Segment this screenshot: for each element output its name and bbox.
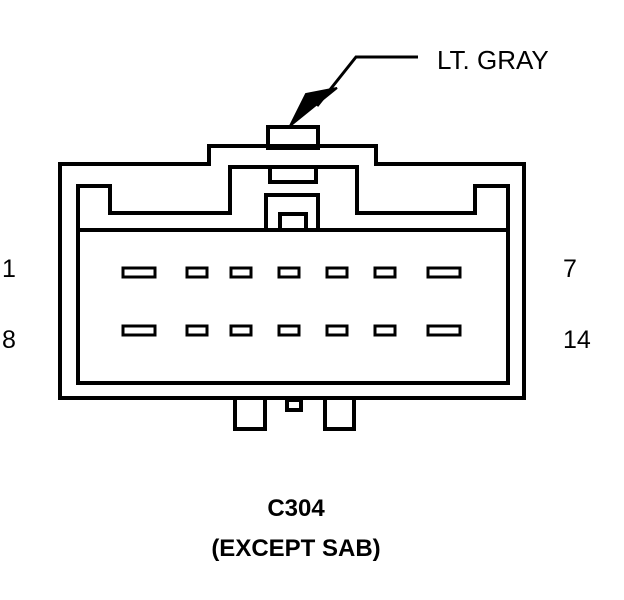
connector-housing [58, 125, 526, 431]
pin-cavity-9 [185, 324, 209, 337]
bottom-key-right [323, 398, 356, 431]
connector-name: C304 [267, 495, 325, 522]
locking-tab [266, 125, 320, 150]
housing-inner-outline [76, 165, 510, 385]
pin-cavity-2 [185, 266, 209, 279]
center-lock-cutout [264, 193, 320, 230]
pin-cavity-4 [277, 266, 301, 279]
pin-cavities [121, 266, 462, 337]
pin-cavity-8 [121, 324, 157, 337]
connector-qualifier: (EXCEPT SAB) [211, 535, 380, 562]
pin-cavity-1 [121, 266, 157, 279]
pin-cavity-3 [229, 266, 253, 279]
pin-label-14: 14 [563, 326, 591, 354]
pin-cavity-13 [373, 324, 397, 337]
pin-cavity-7 [426, 266, 462, 279]
pin-cavity-5 [325, 266, 349, 279]
pin-label-7: 7 [563, 255, 577, 283]
pin-cavity-6 [373, 266, 397, 279]
bottom-key-center [285, 398, 303, 412]
wire-color-label: LT. GRAY [437, 45, 549, 75]
pin-cavity-10 [229, 324, 253, 337]
pin-label-8: 8 [2, 326, 16, 354]
pin-cavity-12 [325, 324, 349, 337]
pin-cavity-11 [277, 324, 301, 337]
bottom-key-left [233, 398, 267, 431]
wire-color-leader [289, 55, 418, 127]
housing-outer-outline [58, 144, 526, 400]
pin-label-1: 1 [2, 255, 16, 283]
pin-cavity-14 [426, 324, 462, 337]
